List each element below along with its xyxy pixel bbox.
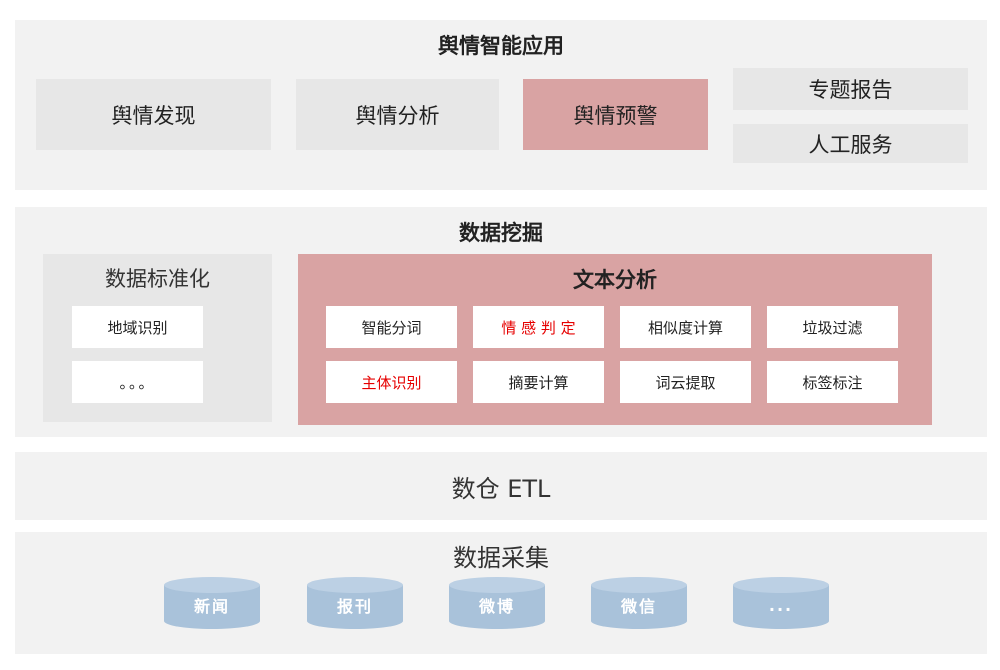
collection-title-text: 数据采集 [453, 544, 549, 572]
module-topic-report: 专题报告 [733, 68, 968, 110]
source-newspaper-label: 报刊 [336, 597, 373, 616]
database-icon [591, 577, 687, 629]
module-sentiment-warning: 舆情预警 [523, 79, 708, 150]
module-sentiment-analysis: 舆情分析 [296, 79, 499, 150]
tag-smart-segmentation: 智能分词 [326, 306, 457, 348]
tag-word-cloud-extraction: 词云提取 [620, 361, 751, 403]
database-icon [449, 577, 545, 629]
module-manual-service: 人工服务 [733, 124, 968, 163]
tag-spam-filter: 垃圾过滤 [767, 306, 898, 348]
tag-label-annotation: 标签标注 [767, 361, 898, 403]
mining-layer-title: 数据挖掘 [459, 221, 543, 245]
tag-entity-recognition: 主体识别 [326, 361, 457, 403]
source-news-label: 新闻 [193, 597, 230, 616]
tag-region-recognition: 地域识别 [72, 306, 203, 348]
source-more-label: ... [768, 595, 794, 615]
application-layer-title: 舆情智能应用 [438, 34, 564, 58]
etl-layer: 数仓 ETL [15, 452, 987, 520]
tag-similarity-calculation: 相似度计算 [620, 306, 751, 348]
source-weibo-label: 微博 [478, 597, 515, 616]
tag-sentiment-judgment: 情 感 判 定 [473, 306, 604, 348]
module-sentiment-discovery: 舆情发现 [36, 79, 271, 150]
source-weibo-cylinder: 微博 [449, 577, 545, 629]
text-analysis-title: 文本分析 [573, 268, 657, 292]
source-more-cylinder: ... [733, 577, 829, 629]
tag-ellipsis: 。。。 [72, 361, 203, 403]
standardization-title: 数据标准化 [105, 267, 210, 291]
tag-summary-calculation: 摘要计算 [473, 361, 604, 403]
database-icon [733, 577, 829, 629]
source-wechat-label: 微信 [620, 597, 657, 616]
database-icon [164, 577, 260, 629]
database-icon [307, 577, 403, 629]
source-news-cylinder: 新闻 [164, 577, 260, 629]
source-wechat-cylinder: 微信 [591, 577, 687, 629]
source-newspaper-cylinder: 报刊 [307, 577, 403, 629]
etl-layer-title: 数仓 ETL [451, 474, 551, 503]
